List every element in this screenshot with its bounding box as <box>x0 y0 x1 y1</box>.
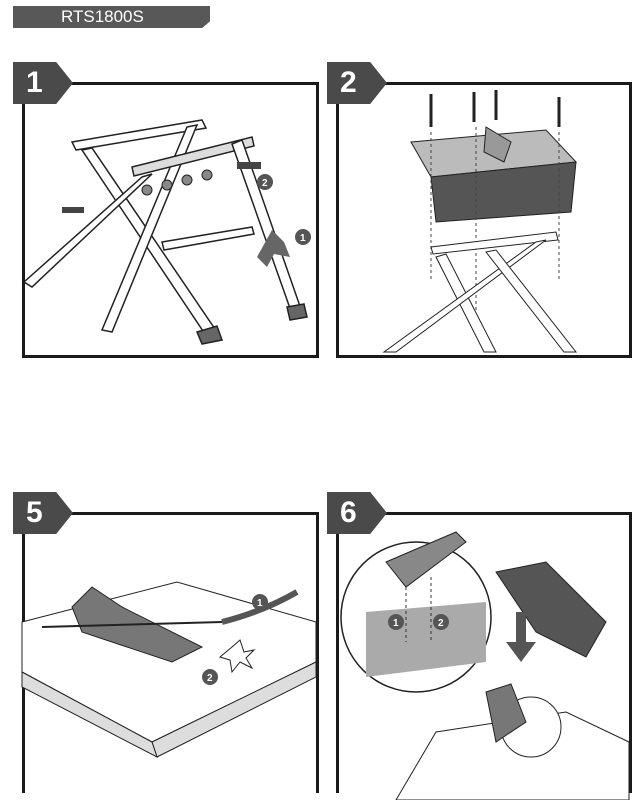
step-1-frame <box>22 82 319 358</box>
svg-text:2: 2 <box>438 618 444 629</box>
saw-on-stand-illustration <box>382 90 578 353</box>
blade-guard-illustration: 1 2 <box>340 531 630 800</box>
step-2-frame <box>336 82 632 358</box>
model-name: RTS1800S <box>61 7 144 26</box>
svg-text:1: 1 <box>300 233 306 244</box>
svg-text:1: 1 <box>393 618 399 629</box>
model-header: RTS1800S <box>13 6 210 28</box>
stand-legs-illustration: 1 2 <box>22 119 311 345</box>
svg-text:2: 2 <box>262 178 268 189</box>
callout-1 <box>295 229 311 245</box>
step-6-frame <box>336 512 632 793</box>
callout-2 <box>257 174 273 190</box>
riving-knife-illustration: 1 2 <box>21 581 317 759</box>
svg-text:2: 2 <box>207 673 213 684</box>
svg-text:1: 1 <box>257 598 263 609</box>
